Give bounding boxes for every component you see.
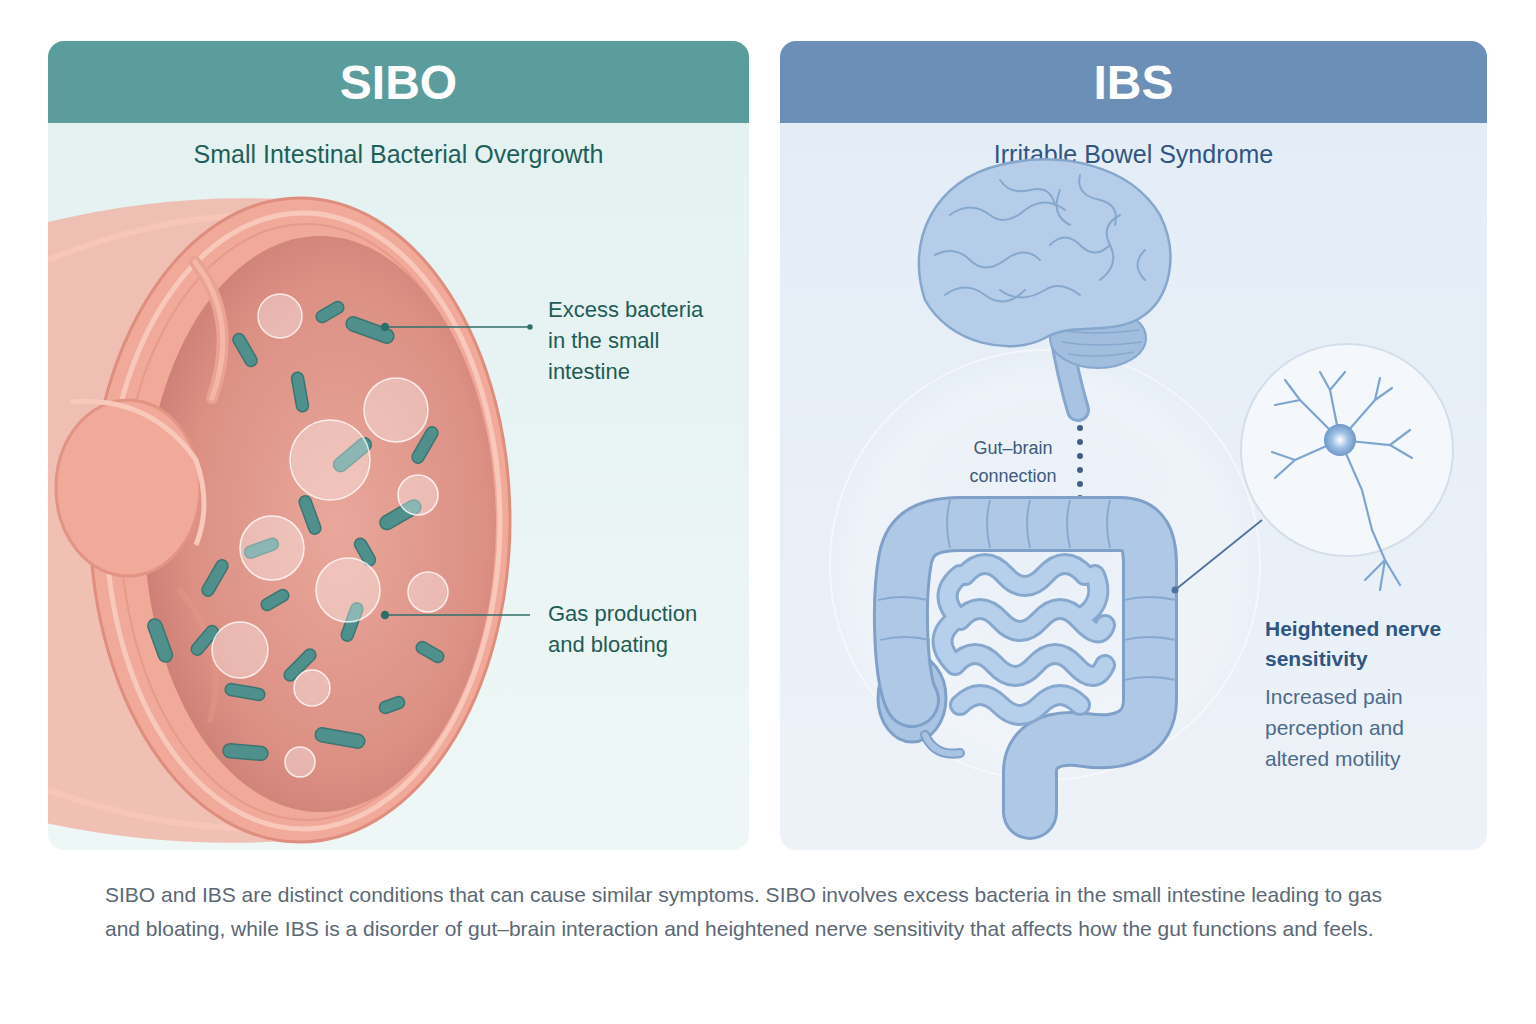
bacteria-rods-part bbox=[231, 331, 259, 368]
gas-bubbles-part bbox=[408, 572, 448, 612]
bacteria-rods-part bbox=[200, 558, 230, 599]
bacteria-rods-part bbox=[314, 727, 366, 749]
colon-illustration-part bbox=[925, 735, 960, 754]
brain-illustration-part-part bbox=[950, 203, 1065, 220]
gas-bubbles-part bbox=[212, 622, 268, 678]
colon-illustration-part-part bbox=[947, 500, 1110, 548]
colon-illustration-part bbox=[901, 524, 1150, 812]
brain-illustration-part-part bbox=[1079, 175, 1116, 225]
panel-heading: IBS bbox=[780, 41, 1487, 123]
colon-illustration-part bbox=[925, 735, 960, 754]
neuron-callout-part bbox=[1272, 372, 1412, 590]
colon-illustration-part bbox=[943, 564, 1106, 715]
gas-bubbles-part bbox=[240, 516, 304, 580]
brain-illustration-part-part bbox=[1050, 238, 1110, 253]
bacteria-rods-part bbox=[259, 587, 291, 612]
neuron-callout-part bbox=[1172, 587, 1179, 594]
neuron-callout-part bbox=[1241, 344, 1453, 556]
brain-illustration-part bbox=[935, 175, 1145, 301]
brain-illustration-part bbox=[1060, 330, 1142, 356]
gas-bubbles bbox=[212, 294, 448, 777]
colon-illustration-part bbox=[943, 564, 1106, 715]
brain-illustration-part-part bbox=[1057, 190, 1070, 225]
intestine-illustration-part bbox=[195, 262, 223, 398]
bacteria-rods-part bbox=[414, 639, 446, 664]
gut-brain-dotted-line-part bbox=[1077, 481, 1083, 487]
callout-label: Gut–brain connection bbox=[948, 434, 1078, 490]
brain-illustration-part bbox=[919, 159, 1171, 346]
colon-illustration-part bbox=[901, 524, 1150, 812]
gas-bubbles-part bbox=[364, 378, 428, 442]
leader-lines-part bbox=[385, 614, 530, 616]
gas-bubbles-part bbox=[294, 670, 330, 706]
bacteria-rods-part bbox=[314, 299, 346, 324]
leader-lines-part bbox=[528, 325, 532, 329]
leader-lines-part bbox=[382, 612, 389, 619]
gas-bubbles-part bbox=[258, 294, 302, 338]
bacteria-rods-part bbox=[224, 683, 265, 702]
gut-brain-dotted-line-part bbox=[1077, 453, 1083, 459]
intestine-illustration-part bbox=[56, 400, 200, 576]
gut-brain-dotted-line-part bbox=[1077, 467, 1083, 473]
gas-bubbles-part bbox=[398, 475, 438, 515]
brain-illustration-part-part bbox=[1138, 250, 1146, 280]
brain-illustration-part-part bbox=[1000, 286, 1080, 298]
callout-label: Excess bacteria in the small intestine bbox=[548, 294, 726, 387]
leader-lines-part bbox=[382, 324, 389, 331]
bacteria-rods-part bbox=[291, 371, 310, 412]
callout-label: Gas production and bloating bbox=[548, 598, 726, 660]
panel-heading: SIBO bbox=[48, 41, 749, 123]
brain-illustration bbox=[919, 159, 1171, 410]
bacteria-rods-part bbox=[222, 743, 268, 761]
panel-subtitle: Small Intestinal Bacterial Overgrowth bbox=[48, 140, 749, 169]
leader-lines bbox=[382, 324, 533, 619]
callout-label: Increased pain perception and altered mo… bbox=[1265, 681, 1447, 774]
bacteria-rods-part bbox=[298, 494, 323, 536]
intestine-illustration-part bbox=[70, 401, 204, 545]
intestine-illustration-part bbox=[144, 236, 496, 812]
gut-brain-dotted-line-part bbox=[1077, 425, 1083, 431]
panel-subtitle: Irritable Bowel Syndrome bbox=[780, 140, 1487, 169]
bacteria-rods-part bbox=[146, 617, 175, 664]
callout-label: Heightened nerve sensitivity bbox=[1265, 614, 1445, 674]
caption-text: SIBO and IBS are distinct conditions tha… bbox=[105, 878, 1405, 946]
neuron-callout-part bbox=[1175, 520, 1262, 590]
intestine-illustration-part bbox=[195, 262, 223, 398]
colon-illustration bbox=[878, 500, 1176, 812]
neuron-callout-part bbox=[1324, 424, 1356, 456]
gut-brain-dotted-line-part bbox=[1077, 439, 1083, 445]
gas-bubbles-part bbox=[285, 747, 315, 777]
brain-illustration-part-part bbox=[1000, 180, 1055, 205]
brain-illustration-part-part bbox=[945, 288, 1025, 302]
leader-lines-part bbox=[385, 326, 530, 328]
bacteria-rods-part bbox=[378, 695, 407, 715]
gas-bubbles-part bbox=[290, 420, 370, 500]
neuron-callout-part-part bbox=[1340, 440, 1400, 590]
brain-illustration-part-part bbox=[935, 251, 1040, 268]
gas-bubbles-part bbox=[316, 558, 380, 622]
brain-illustration-part-part bbox=[1100, 215, 1120, 280]
intestine-illustration bbox=[48, 198, 510, 843]
neuron-callout bbox=[1172, 344, 1454, 594]
bacteria-rods bbox=[146, 299, 446, 761]
bacteria-rods-part bbox=[344, 315, 396, 345]
